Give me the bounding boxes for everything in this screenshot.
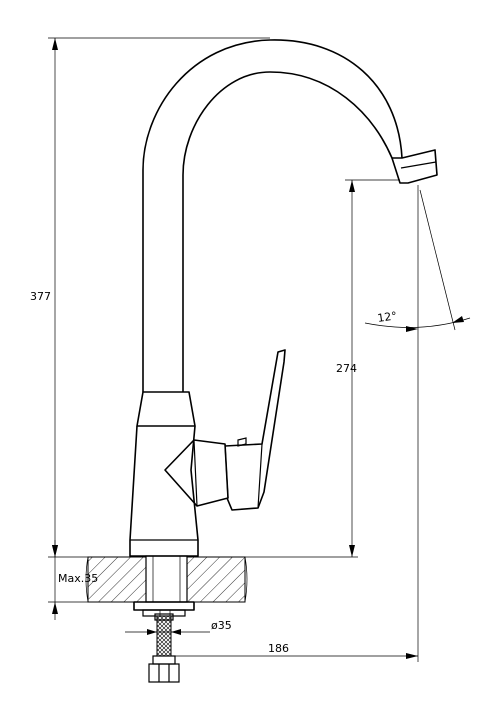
- nozzle: [391, 149, 438, 184]
- total-height-label: 377: [30, 290, 51, 303]
- lever-handle: [224, 349, 286, 511]
- spout-inner: [182, 71, 393, 392]
- max-deck-thickness-label: Max.35: [58, 572, 98, 585]
- collar: [136, 391, 196, 427]
- supply-hose: [148, 613, 180, 683]
- reach-label: 186: [268, 642, 289, 655]
- hole-diameter-label: ø35: [211, 619, 232, 632]
- mounting-nut: [133, 601, 195, 611]
- spout-angle-label: 12°: [377, 309, 398, 325]
- spout-height-label: 274: [336, 362, 357, 375]
- dimension-lines: [48, 37, 471, 662]
- spout-outer: [142, 39, 403, 392]
- countertop-section: [85, 556, 248, 603]
- faucet-body: [129, 39, 438, 683]
